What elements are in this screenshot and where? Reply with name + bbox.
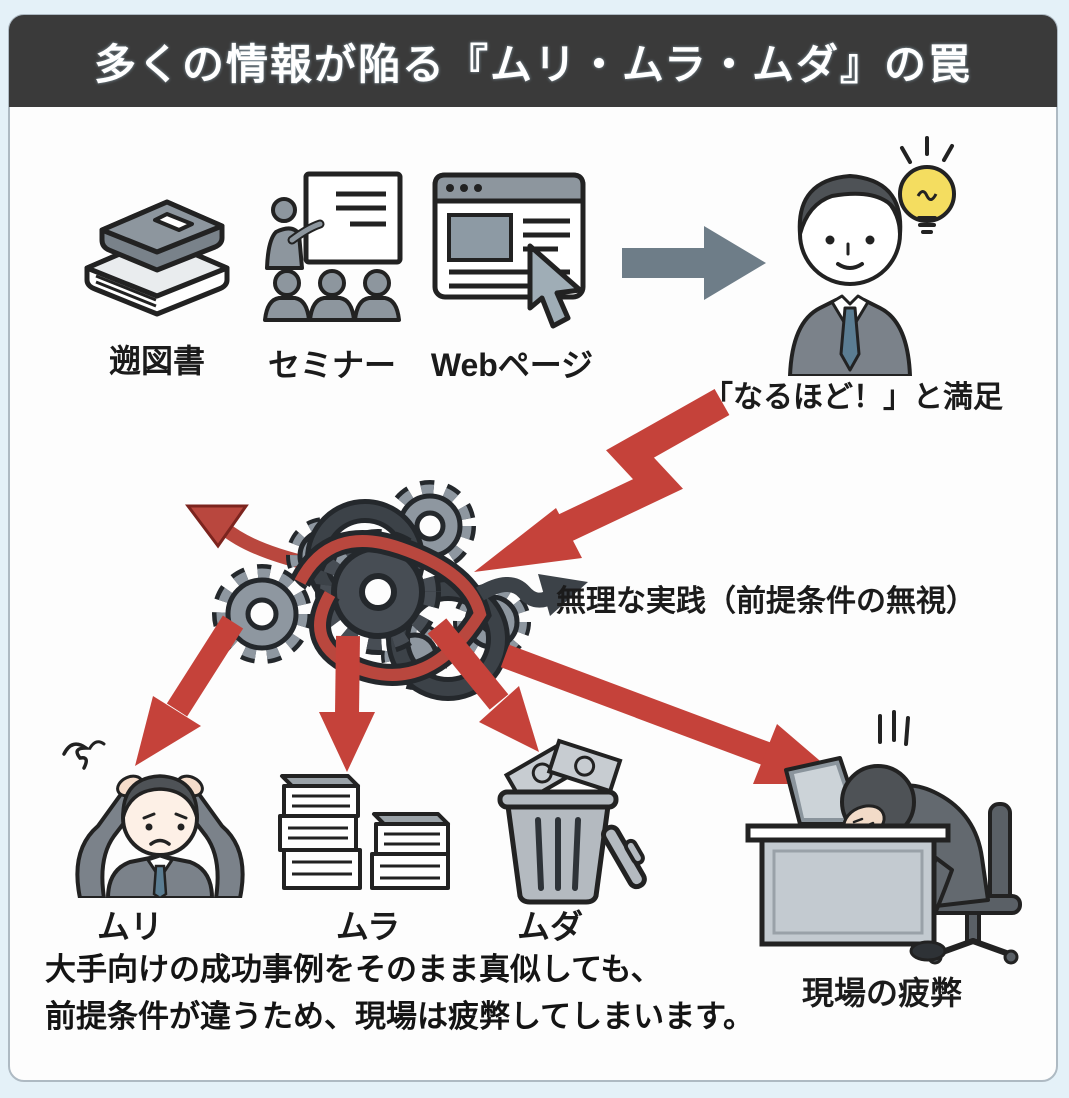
gear-left <box>212 564 312 664</box>
footer-line1: 大手向けの成功事例をそのまま真似しても、 <box>45 952 662 987</box>
seminar-icon <box>263 171 403 322</box>
webpage-icon <box>432 172 586 329</box>
footer-line2: 前提条件が違うため、現場は疲弊してしまいます。 <box>45 999 754 1034</box>
mura-label: ムラ <box>335 908 401 945</box>
satisfied-person-icon <box>788 136 956 376</box>
fatigue-label: 現場の疲弊 <box>801 975 962 1011</box>
lightning-arrow-icon <box>474 388 730 572</box>
muri-person-icon <box>62 740 245 898</box>
tangled-gears-icon <box>185 480 588 701</box>
mura-stacks-icon <box>278 774 450 890</box>
fan-arrows-icon <box>135 615 847 784</box>
page-title: 多くの情報が陥る『ムリ・ムラ・ムダ』の罠 <box>94 40 972 88</box>
muda-label: ムダ <box>517 908 583 945</box>
books-icon <box>84 199 230 317</box>
muda-trash-icon <box>497 738 647 905</box>
flow-arrow-icon <box>622 226 766 300</box>
webpage-label: Webページ <box>430 347 594 383</box>
seminar-label: セミナー <box>267 347 396 383</box>
header-band: 多くの情報が陥る『ムリ・ムラ・ムダ』の罠 <box>9 15 1057 107</box>
practice-caption: 無理な実践（前提条件の無視） <box>556 585 976 618</box>
infographic-card: 多くの情報が陥る『ムリ・ムラ・ムダ』の罠 遡図書 <box>8 14 1058 1082</box>
books-label: 遡図書 <box>108 343 205 379</box>
footer-summary: 大手向けの成功事例をそのまま真似しても、 前提条件が違うため、現場は疲弊してしま… <box>45 946 765 1040</box>
muri-label: ムリ <box>97 908 163 945</box>
insight-caption: 「なるほど！」と満足 <box>703 381 1003 414</box>
fatigue-person-icon <box>745 710 1022 965</box>
